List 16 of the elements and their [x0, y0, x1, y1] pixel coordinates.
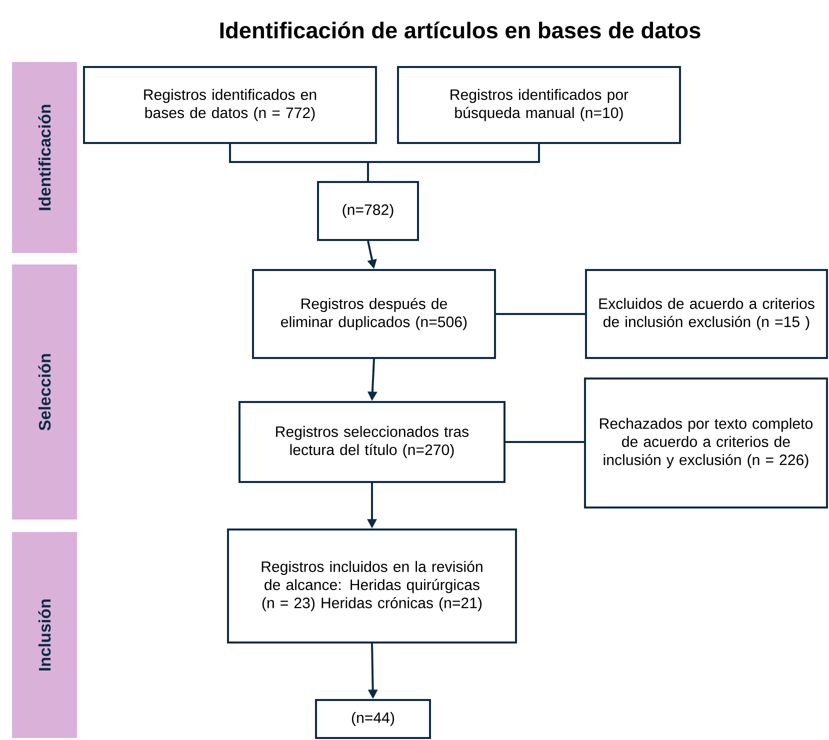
process-box: Registros después de eliminar duplicados (n=506)	[252, 269, 496, 359]
process-box: Registros incluidos en la revisión de alcance: Heridas quirúrgicas (n = 23) Heridas crónicas (n=21)	[227, 528, 517, 644]
connector-line	[496, 313, 585, 315]
connector-line	[367, 144, 540, 181]
process-box: Registros seleccionados tras lectura del título (n=270)	[238, 401, 506, 483]
process-box: (n=782)	[317, 181, 419, 241]
section-band: Identificación	[12, 62, 77, 253]
process-box: Rechazados por texto completo de acuerdo a criterios de inclusión y exclusión (n = 226)	[584, 378, 828, 508]
process-box: (n=44)	[315, 699, 431, 739]
title: Identificación de artículos en bases de datos	[220, 22, 700, 38]
connector-line	[506, 441, 584, 443]
section-band: Inclusión	[12, 532, 77, 738]
section-band: Selección	[12, 264, 77, 520]
process-box: Registros identificados en bases de datos (n = 772)	[83, 66, 377, 144]
process-box: Excluidos de acuerdo a criterios de inclusión exclusión (n =15 )	[585, 269, 828, 359]
process-box: Registros identificados por búsqueda manual (n=10)	[397, 66, 681, 144]
